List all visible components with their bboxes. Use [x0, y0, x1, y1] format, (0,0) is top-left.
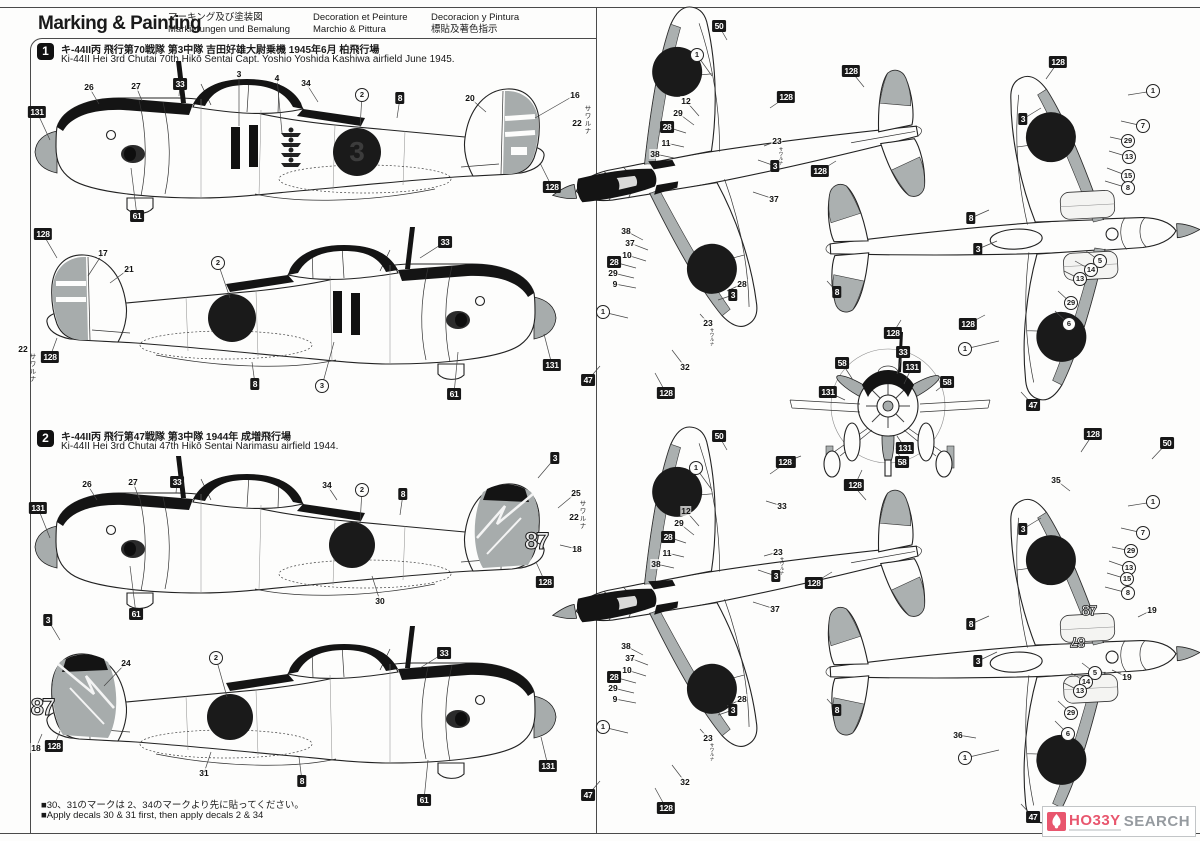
header-label-de: Markierungen und Bemalung — [168, 24, 290, 35]
page-title: Marking & Painting — [38, 13, 202, 34]
header-label-jp: マーキング及び塗装図 — [168, 12, 263, 23]
top-rule — [0, 7, 1200, 9]
profile-scheme1-left — [34, 60, 545, 214]
header-label-col1: マーキング及び塗装図 Markierungen und Bemalung — [168, 12, 290, 36]
left-panel-border — [30, 38, 597, 834]
bottom-rule — [0, 833, 1200, 835]
header-label-fr: Decoration et Peinture — [313, 12, 408, 23]
profile-scheme2-left — [34, 455, 545, 609]
scheme-1-caption-jp: キ-44II丙 飛行第70戦隊 第3中隊 吉田好雄大尉乗機 1945年6月 柏飛… — [61, 45, 380, 56]
note-en: ■Apply decals 30 & 31 first, then apply … — [41, 810, 264, 821]
header-label-col2: Decoration et Peinture Marchio & Pittura — [313, 12, 408, 36]
logo-text-hobby: HO33Y — [1069, 812, 1121, 831]
center-divider — [596, 7, 598, 834]
header-label-es: Decoracion y Pintura — [431, 12, 520, 23]
profile-scheme2-right — [46, 625, 557, 779]
flame-icon — [1047, 812, 1066, 831]
logo-text-search: SEARCH — [1123, 813, 1191, 830]
scheme-2-caption-jp: キ-44II丙 飛行第47戦隊 第3中隊 1944年 成増飛行場 — [61, 432, 292, 443]
note-jp: ■30、31のマークは 2、34のマークより先に貼ってください。 — [41, 800, 304, 811]
header-label-zh: 標貼及著色指示 — [431, 24, 498, 35]
header-label-col3: Decoracion y Pintura 標貼及著色指示 — [431, 12, 519, 36]
profile-scheme1-right — [46, 226, 557, 380]
scheme-2-caption-en: Ki-44II Hei 3rd Chutai 47th Hikō Sentai … — [61, 441, 339, 452]
scheme-1-caption-en: Ki-44II Hei 3rd Chutai 70th Hikō Sentai … — [61, 54, 455, 65]
scheme-1-number: 1 — [37, 43, 54, 60]
hobbysearch-watermark: HO33Y SEARCH — [1042, 806, 1196, 837]
scheme-2-number: 2 — [37, 430, 54, 447]
header-label-it: Marchio & Pittura — [313, 24, 386, 35]
front-view — [789, 332, 991, 478]
